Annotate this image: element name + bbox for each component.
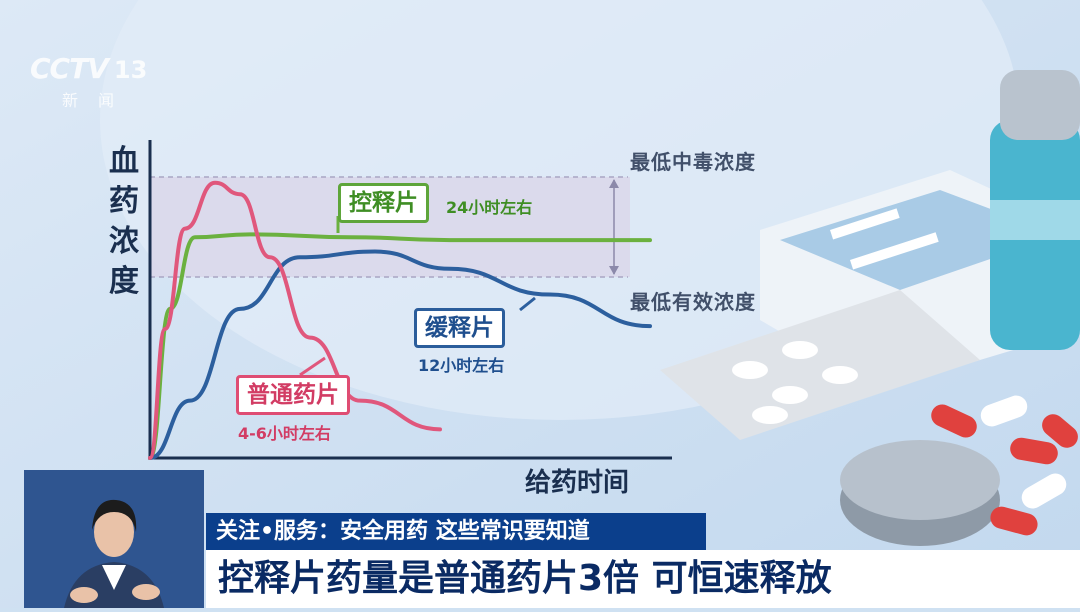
leader-sustained: [519, 296, 536, 312]
series-line-controlled: [148, 232, 652, 460]
bottle-cap-icon: [840, 440, 1000, 546]
logo-subtitle: 新闻: [62, 91, 135, 110]
band-arrow-icon: [609, 179, 619, 275]
duration-sustained: 12小时左右: [418, 356, 505, 375]
y-axis-label-text: 血药浓度: [109, 144, 139, 299]
series-label-sustained: 缓释片: [414, 308, 505, 348]
series-label-regular: 普通药片: [236, 375, 350, 415]
duration-regular: 4-6小时左右: [238, 424, 331, 443]
toxic-concentration-label: 最低中毒浓度: [630, 150, 756, 174]
anchor-icon: [24, 470, 204, 608]
duration-controlled: 24小时左右: [446, 198, 533, 217]
effective-concentration-label: 最低有效浓度: [630, 290, 756, 314]
topic-banner: 关注•服务：安全用药 这些常识要知道: [206, 513, 706, 550]
series-label-controlled: 控释片: [338, 183, 429, 223]
leader-regular: [299, 356, 326, 377]
x-axis-label: 给药时间: [525, 468, 630, 498]
blister-pack-icon: [660, 290, 980, 440]
capsules-icon: [931, 395, 1078, 536]
headline-banner: 控释片药量是普通药片3倍 可恒速释放: [206, 550, 1080, 608]
y-axis-label: 血药浓度: [104, 142, 144, 302]
logo-channel-number: 13: [113, 56, 148, 84]
pill-bottle-icon: [990, 70, 1080, 350]
news-anchor-inset: [24, 470, 204, 608]
logo-cctv: CCTV: [30, 52, 109, 85]
series-line-sustained: [148, 249, 652, 460]
